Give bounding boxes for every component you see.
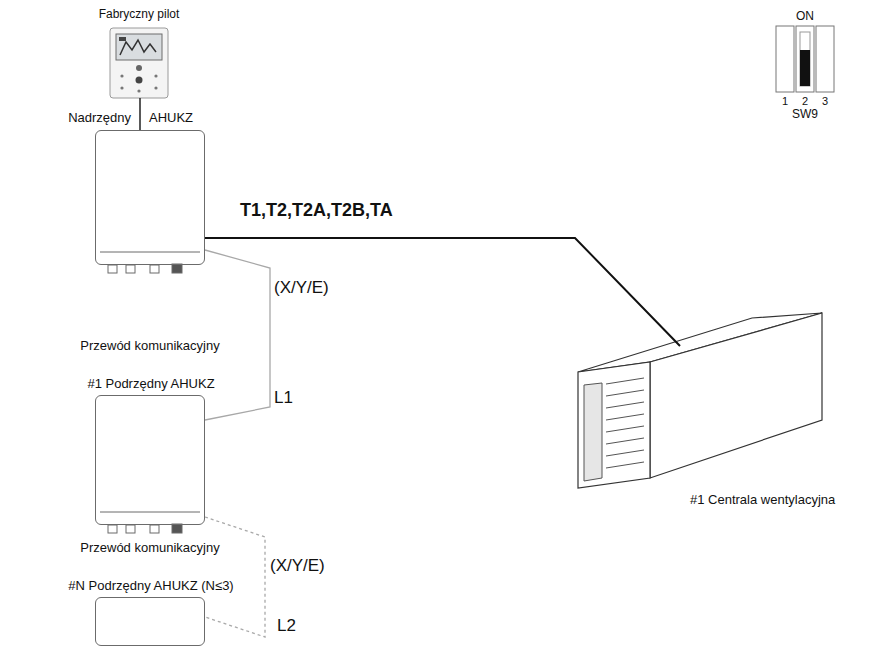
box-heading: AHUKZ <box>149 110 193 126</box>
communication-cable <box>205 250 270 420</box>
slave-controller: #1 Podrzędny AHUKZ <box>95 395 205 525</box>
edge-label: T1,T2,T2A,T2B,TA <box>240 200 393 221</box>
dip-switch <box>776 26 834 92</box>
switch-number: 1 <box>782 94 788 108</box>
device-label: Fabryczny pilot <box>99 7 180 22</box>
cable-name: L2 <box>277 616 296 636</box>
box-heading: #N Podrzędny AHUKZ (N≤3) <box>68 578 233 594</box>
box-heading: Nadrzędny <box>68 110 131 126</box>
connector-line <box>205 238 680 346</box>
remote-controller <box>110 28 168 98</box>
ahu-drawing <box>578 313 822 488</box>
switch-name: SW9 <box>792 107 818 122</box>
cable-name: L1 <box>274 388 293 408</box>
cable-label: Przewód komunikacyjny <box>80 338 219 354</box>
edge-label: (X/Y/E) <box>274 278 329 298</box>
connector-line <box>205 517 265 637</box>
master-controller: NadrzędnyAHUKZ <box>95 130 205 265</box>
sensor-cable <box>205 238 680 346</box>
box-heading: #1 Centrala wentylacyjna <box>690 492 835 508</box>
switch-number: 2 <box>802 94 808 108</box>
slave-controller: #N Podrzędny AHUKZ (N≤3) <box>95 597 205 646</box>
box-heading: #1 Podrzędny AHUKZ <box>87 376 214 392</box>
air-handling-unit: #1 Centrala wentylacyjna <box>575 310 825 490</box>
cable-label: Przewód komunikacyjny <box>80 540 219 556</box>
edge-label: (X/Y/E) <box>270 556 325 576</box>
switch-number: 3 <box>822 94 828 108</box>
communication-cable <box>205 517 265 637</box>
connector-line <box>205 250 270 420</box>
remote-wire <box>139 98 141 130</box>
controller-terminals <box>100 252 200 533</box>
switch-on-label: ON <box>796 9 814 24</box>
